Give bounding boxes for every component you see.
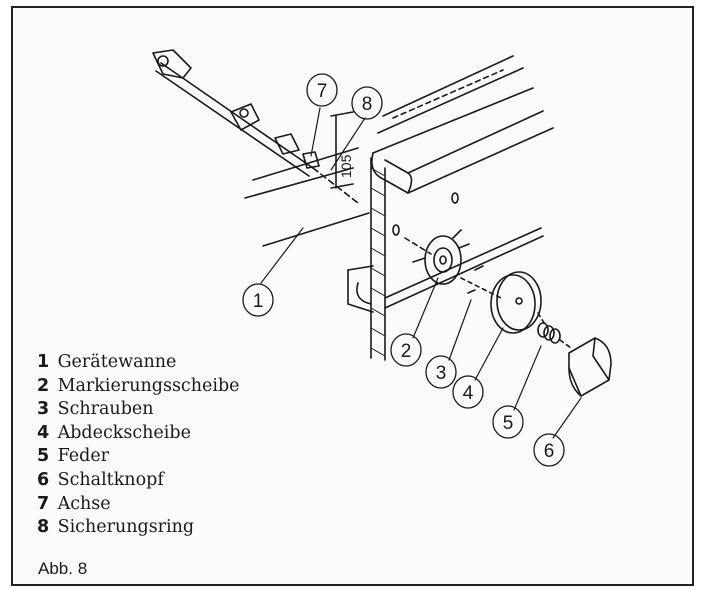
- legend-number: 2: [37, 375, 50, 396]
- callout-3-circle: [425, 355, 457, 389]
- legend-item: 4 Abdeckscheibe: [37, 422, 240, 446]
- callout-7-circle: [306, 73, 338, 107]
- legend-number: 6: [37, 469, 50, 490]
- callout-5-circle: [492, 405, 524, 439]
- legend-item: 1 Gerätewanne: [37, 351, 240, 375]
- cover-disc: [490, 271, 547, 334]
- legend-label: Abdeckscheibe: [57, 422, 191, 443]
- callout-6-circle: [533, 433, 565, 467]
- legend-item: 3 Schrauben: [37, 398, 240, 422]
- callout-3-label: 3: [436, 363, 447, 384]
- legend-number: 8: [37, 517, 50, 538]
- legend-label: Markierungsscheibe: [57, 375, 240, 396]
- exploded-view-drawing: 1 2 3 4 5 6 7 8 105: [152, 49, 612, 467]
- callout-labels: 1 2 3 4 5 6 7 8: [253, 81, 555, 462]
- callout-1-circle: [242, 283, 274, 317]
- legend-item: 7 Achse: [37, 493, 240, 517]
- legend-label: Schaltknopf: [57, 469, 164, 490]
- legend-number: 7: [37, 493, 50, 514]
- appliance-tub: [244, 55, 554, 361]
- callout-7-label: 7: [317, 81, 328, 102]
- callout-2-label: 2: [401, 341, 412, 362]
- dimension-label: 105: [338, 154, 354, 178]
- callout-4-label: 4: [463, 383, 474, 404]
- marking-disc: [404, 229, 470, 285]
- legend-number: 3: [37, 399, 50, 420]
- figure-caption: Abb. 8: [38, 559, 88, 578]
- callout-8-circle: [351, 86, 383, 120]
- figure-frame: 1 2 3 4 5 6 7 8 105 1 Gerätewanne 2 Mark…: [11, 6, 694, 586]
- legend-label: Schrauben: [57, 399, 154, 420]
- parts-legend: 1 Gerätewanne 2 Markierungsscheibe 3 Sch…: [37, 351, 240, 540]
- legend-item: 5 Feder: [37, 445, 240, 469]
- legend-item: 2 Markierungsscheibe: [37, 375, 240, 399]
- legend-label: Feder: [57, 446, 110, 467]
- screws: [460, 265, 502, 299]
- legend-label: Sicherungsring: [57, 517, 195, 538]
- callout-circles: [242, 73, 565, 467]
- legend-label: Gerätewanne: [57, 352, 177, 372]
- callout-1-label: 1: [253, 291, 264, 312]
- legend-number: 1: [37, 352, 50, 372]
- callout-6-label: 6: [544, 441, 555, 462]
- callout-2-circle: [390, 333, 422, 367]
- legend-item: 8 Sicherungsring: [37, 516, 240, 540]
- leader-lines: [260, 107, 582, 439]
- axle-shaft: [152, 49, 359, 204]
- legend-number: 4: [37, 422, 50, 443]
- callout-4-circle: [452, 375, 484, 409]
- callout-8-label: 8: [362, 94, 373, 115]
- spring: [537, 322, 572, 349]
- legend-label: Achse: [57, 493, 111, 514]
- dimension-marker: [330, 111, 354, 189]
- legend-number: 5: [37, 446, 50, 467]
- legend-item: 6 Schaltknopf: [37, 469, 240, 493]
- switch-knob: [568, 337, 612, 397]
- callout-5-label: 5: [503, 413, 514, 434]
